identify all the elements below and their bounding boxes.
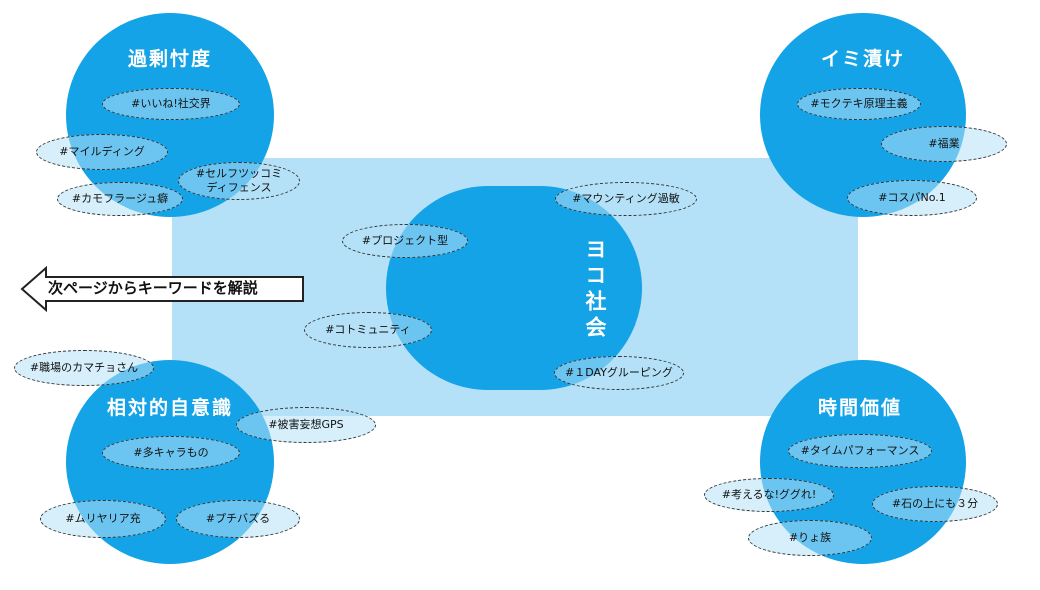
left-arrow-icon	[20, 266, 304, 312]
tag-ishi: #石の上にも３分	[872, 486, 998, 522]
title-bottom-left: 相対的自意識	[106, 397, 234, 419]
tag-project: #プロジェクト型	[342, 224, 468, 258]
tag-muriyaria: #ムリヤリア充	[40, 500, 166, 538]
tag-mokuteki: #モクテキ原理主義	[797, 88, 921, 120]
title-bottom-right: 時間価値	[817, 397, 903, 419]
tag-mounting: #マウンティング過敏	[555, 182, 697, 216]
tag-higai: #被害妄想GPS	[236, 407, 376, 443]
tag-kangaeru: #考えるな!ググれ!	[704, 478, 834, 512]
tag-puchibazu: #プチバズる	[176, 500, 300, 538]
tag-taipa: #タイムパフォーマンス	[788, 434, 932, 468]
tag-mildding: #マイルディング	[36, 134, 168, 170]
tag-community: #コトミュニティ	[304, 312, 432, 348]
tag-oneday: #１DAYグルーピング	[554, 356, 684, 390]
tag-fukugyo: #福業	[881, 126, 1007, 162]
center-title: ヨコ社会	[583, 238, 607, 342]
tag-takyara: #多キャラもの	[102, 436, 240, 470]
tag-shokuba: #職場のカマチョさん	[14, 350, 154, 386]
title-top-right: イミ漬け	[820, 48, 906, 70]
arrow-label: 次ページからキーワードを解説	[48, 279, 258, 297]
tag-camouflage: #カモフラージュ癖	[57, 182, 183, 216]
tag-ryozoku: #りょ族	[748, 520, 872, 556]
title-top-left: 過剰忖度	[127, 48, 213, 70]
tag-selftsukkomi: #セルフツッコミ ディフェンス	[178, 162, 300, 200]
tag-iine: #いいね!社交界	[102, 88, 240, 120]
tag-cospa: #コスパNo.1	[847, 180, 977, 216]
